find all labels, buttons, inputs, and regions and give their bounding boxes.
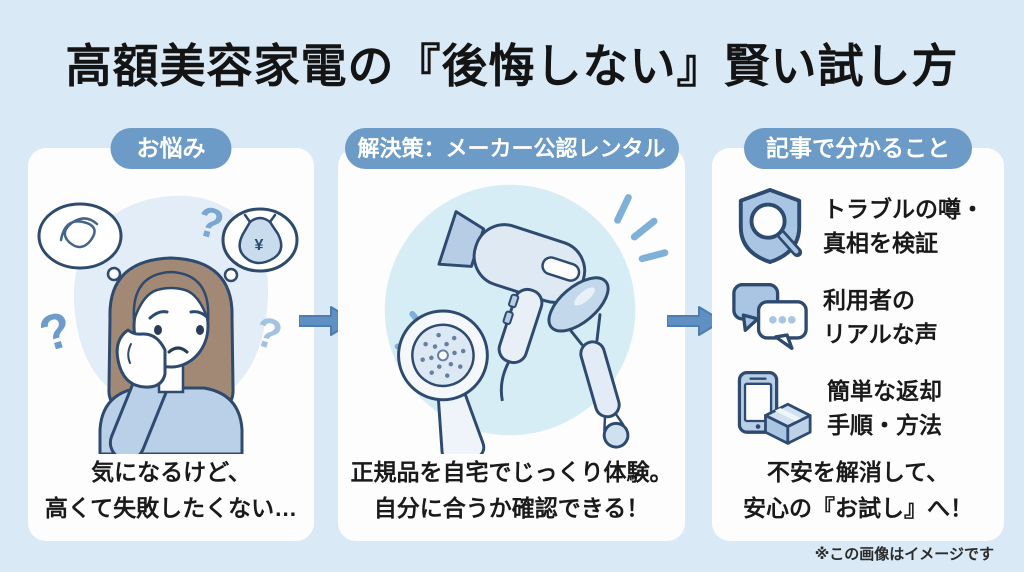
sad-mouth xyxy=(167,346,189,354)
phone-return-box-icon xyxy=(737,371,812,445)
bangs xyxy=(132,270,210,322)
question-mark-icon: ? xyxy=(33,301,78,363)
badge-findings: 記事で分かること xyxy=(744,128,972,169)
worried-woman-illustration: ¥ ? ? ? xyxy=(33,195,299,454)
badge-solution: 解決策：メーカー公認レンタル xyxy=(344,128,679,169)
image-disclaimer: ※この画像はイメージです xyxy=(814,546,994,563)
panel-findings: 記事で分かること トラブルの噂・ 真相を検証 xyxy=(712,128,1004,541)
speech-bubbles-icon xyxy=(732,283,808,351)
shower-head-icon xyxy=(397,309,489,454)
tangle-scribble-icon xyxy=(59,217,99,249)
solution-caption: 正規品を自宅でじっくり体験。 自分に合うか確認できる！ xyxy=(350,459,673,521)
item-text: 利用者の リアルな声 xyxy=(823,287,938,347)
findings-caption: 不安を解消して、 安心の『お試し』へ！ xyxy=(743,459,973,521)
page-title: 高額美容家電の『後悔しない』賢い試し方 xyxy=(65,40,959,92)
hand-on-cheek xyxy=(115,328,167,389)
list-item: 利用者の リアルな声 xyxy=(732,277,998,357)
face-roller-icon xyxy=(547,276,630,449)
list-item: 簡単な返却 手順・方法 xyxy=(732,368,998,448)
list-item: トラブルの噂・ 真相を検証 xyxy=(732,186,998,266)
money-bag-icon: ¥ xyxy=(238,213,283,265)
item-text: 簡単な返却 手順・方法 xyxy=(827,378,942,438)
problem-caption: 気になるけど、 高くて失敗したくない… xyxy=(44,459,298,521)
worried-eyebrows xyxy=(148,310,210,320)
badge-problem: お悩み xyxy=(110,128,232,169)
shield-magnifier-icon xyxy=(738,188,803,264)
panel-problem: お悩み ¥ ? ? ? xyxy=(28,128,314,541)
item-text: トラブルの噂・ 真相を検証 xyxy=(823,196,984,256)
sparkle-icon xyxy=(614,194,669,263)
findings-list: トラブルの噂・ 真相を検証 利用者の リアルな声 xyxy=(732,186,998,459)
yen-symbol: ¥ xyxy=(255,237,264,254)
beauty-appliances-illustration xyxy=(384,184,669,454)
panel-solution: 解決策：メーカー公認レンタル xyxy=(338,128,685,541)
hair-dryer-icon xyxy=(437,210,587,402)
flow-arrow-icon xyxy=(667,306,723,336)
